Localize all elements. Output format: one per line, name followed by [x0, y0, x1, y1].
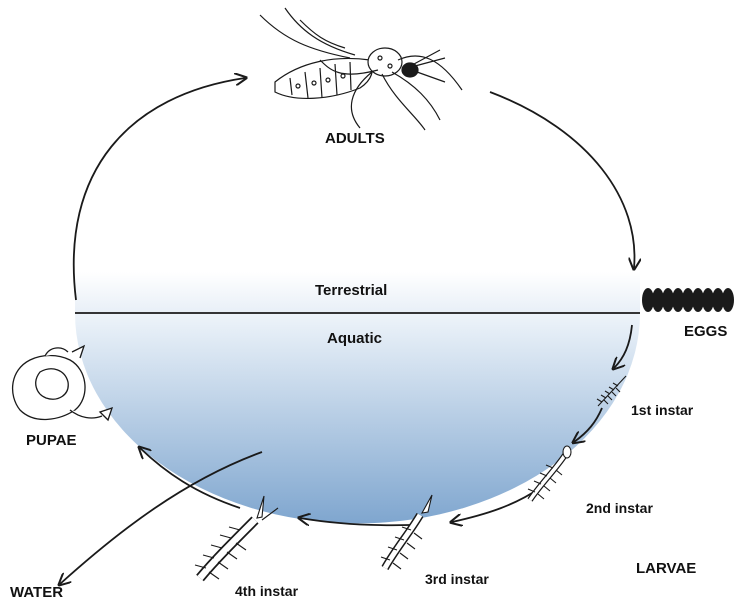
- mosquito-icon: [260, 8, 462, 130]
- egg-raft-icon: [642, 288, 734, 312]
- arrow-adults-to-eggs: [490, 92, 634, 268]
- instar-2-label: 2nd instar: [586, 500, 653, 516]
- instar-3-label: 3rd instar: [425, 571, 489, 587]
- water-label: WATER: [10, 584, 63, 601]
- larvae-label: LARVAE: [636, 560, 696, 577]
- adults-label: ADULTS: [325, 130, 385, 147]
- aquatic-label: Aquatic: [327, 330, 382, 347]
- eggs-label: EGGS: [684, 323, 727, 340]
- pupae-label: PUPAE: [26, 432, 77, 449]
- instar-1-label: 1st instar: [631, 402, 694, 418]
- terrestrial-label: Terrestrial: [315, 282, 387, 299]
- arrow-pupae-to-adults: [74, 78, 245, 300]
- instar-4-label: 4th instar: [235, 583, 299, 599]
